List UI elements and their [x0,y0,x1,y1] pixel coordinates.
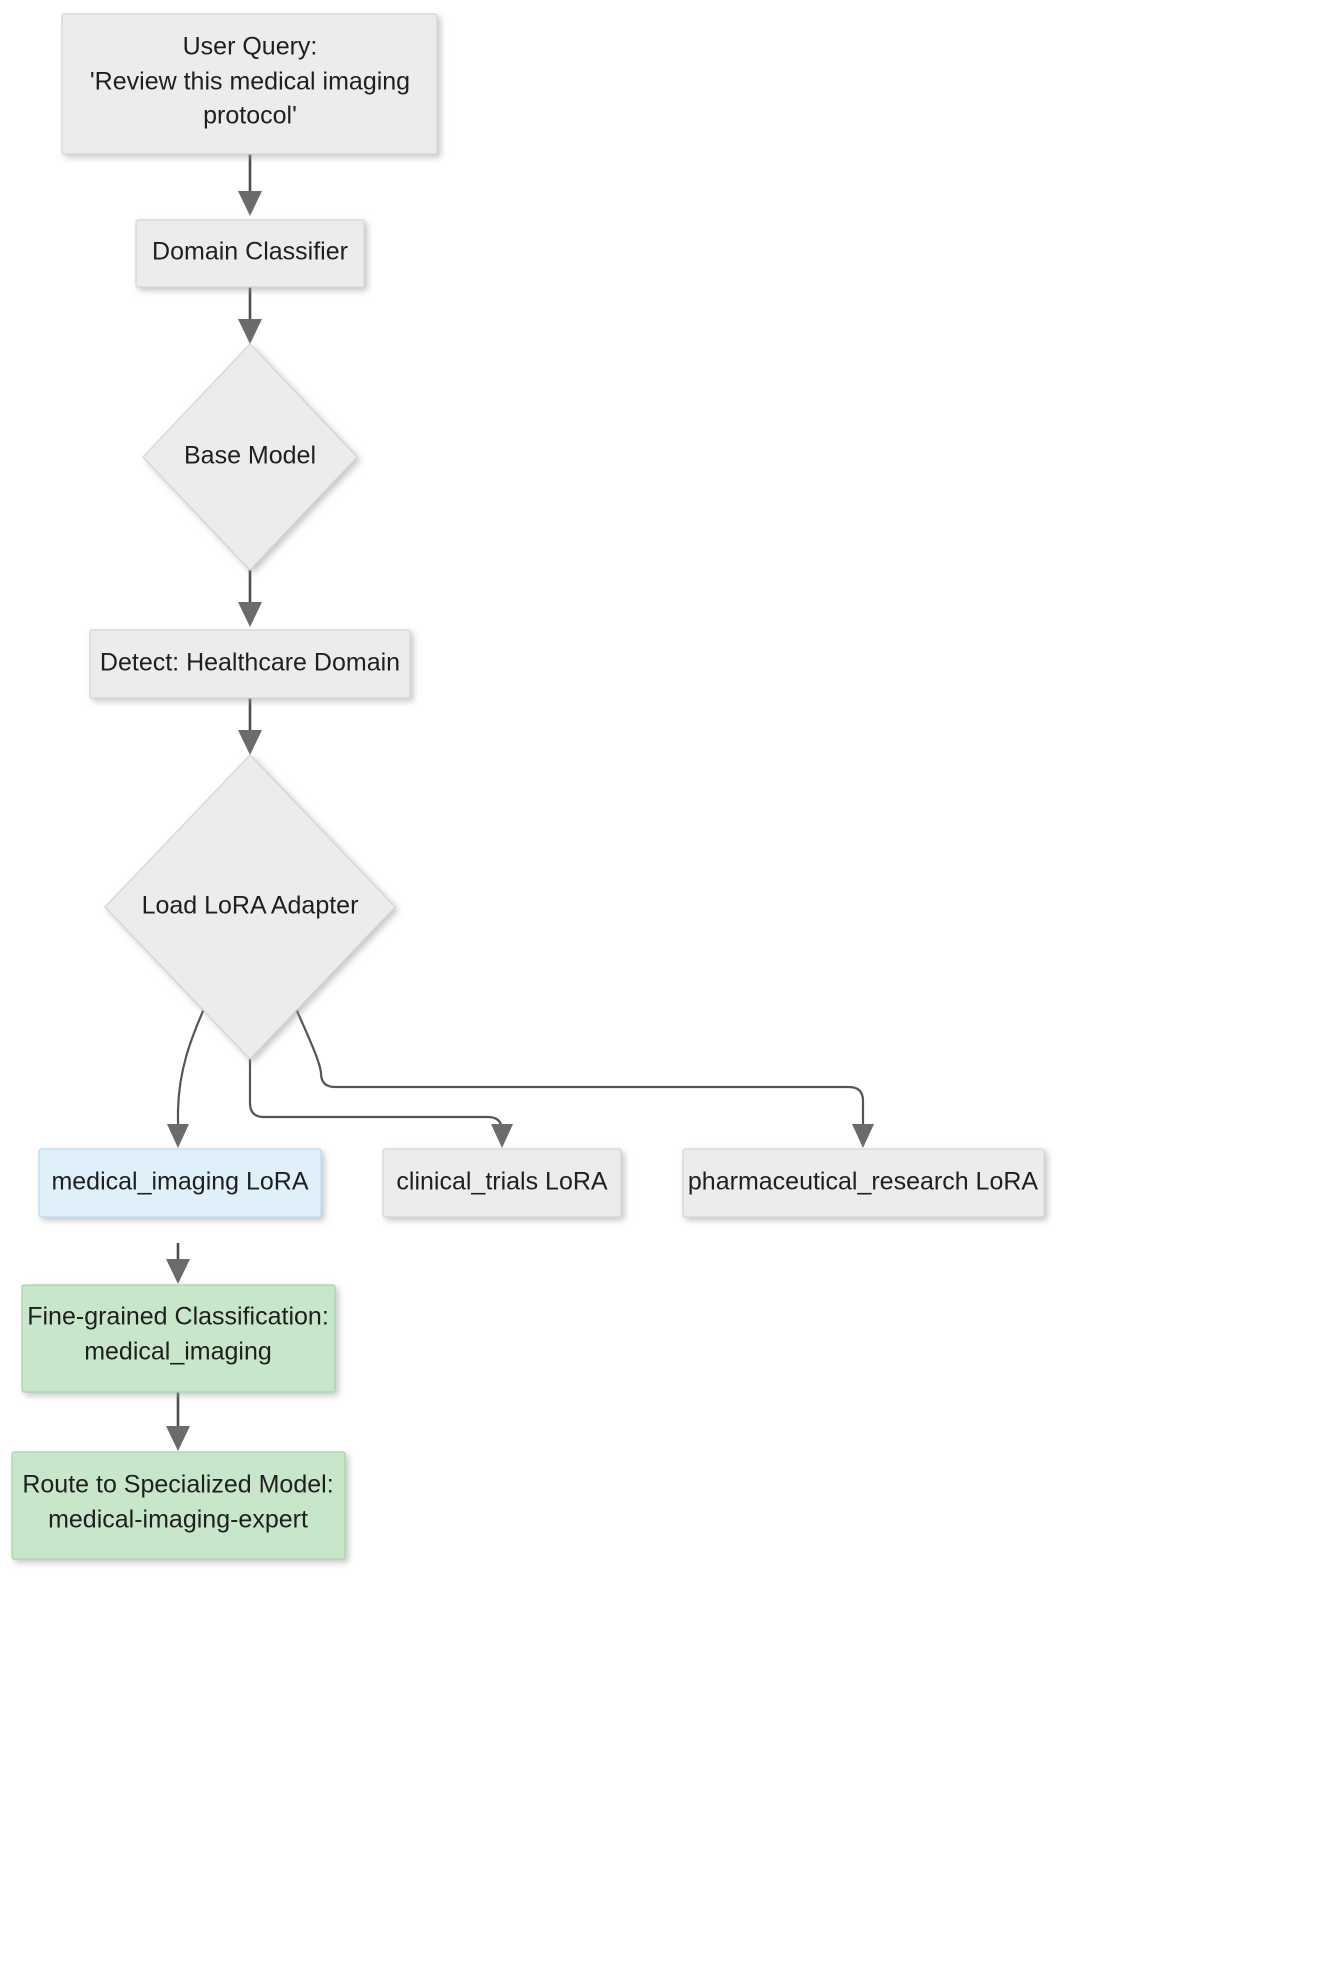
route-to-specialized-model-box[interactable] [11,1451,346,1560]
node-detect-healthcare-domain[interactable]: Detect: Healthcare Domain [89,629,411,699]
base-model-diamond[interactable] [142,343,358,571]
fine-grained-classification-box[interactable] [21,1284,336,1393]
edge-base-model-to-detect-healthcare [238,570,262,627]
node-clinical-trials-lora[interactable]: clinical_trials LoRA [382,1148,622,1218]
node-user-query[interactable]: User Query: 'Review this medical imaging… [61,13,438,155]
edge-user-query-to-domain-classifier [238,154,262,216]
node-medical-imaging-lora[interactable]: medical_imaging LoRA [38,1148,322,1218]
pharmaceutical-research-lora-box[interactable] [682,1148,1045,1218]
user-query-box[interactable] [61,13,438,155]
edge-medical-imaging-to-fine-grained [166,1243,190,1284]
domain-classifier-box[interactable] [135,219,365,288]
node-fine-grained-classification[interactable]: Fine-grained Classification: medical_ima… [21,1284,336,1393]
load-lora-adapter-diamond[interactable] [104,754,396,1060]
node-load-lora-adapter[interactable]: Load LoRA Adapter [104,754,396,1060]
node-base-model[interactable]: Base Model [142,343,358,571]
edge-fine-grained-to-route [166,1392,190,1451]
edge-layer [166,154,874,1451]
edge-load-lora-to-medical-imaging [167,1001,209,1148]
node-pharmaceutical-research-lora[interactable]: pharmaceutical_research LoRA [682,1148,1045,1218]
edge-load-lora-to-pharmaceutical-research [291,1001,874,1148]
node-domain-classifier[interactable]: Domain Classifier [135,219,365,288]
edge-load-lora-to-clinical-trials [248,1048,513,1148]
edge-domain-classifier-to-base-model [238,287,262,344]
clinical-trials-lora-box[interactable] [382,1148,622,1218]
node-route-to-specialized-model[interactable]: Route to Specialized Model: medical-imag… [11,1451,346,1560]
detect-healthcare-box[interactable] [89,629,411,699]
medical-imaging-lora-box[interactable] [38,1148,322,1218]
edge-detect-healthcare-to-load-lora [238,698,262,755]
